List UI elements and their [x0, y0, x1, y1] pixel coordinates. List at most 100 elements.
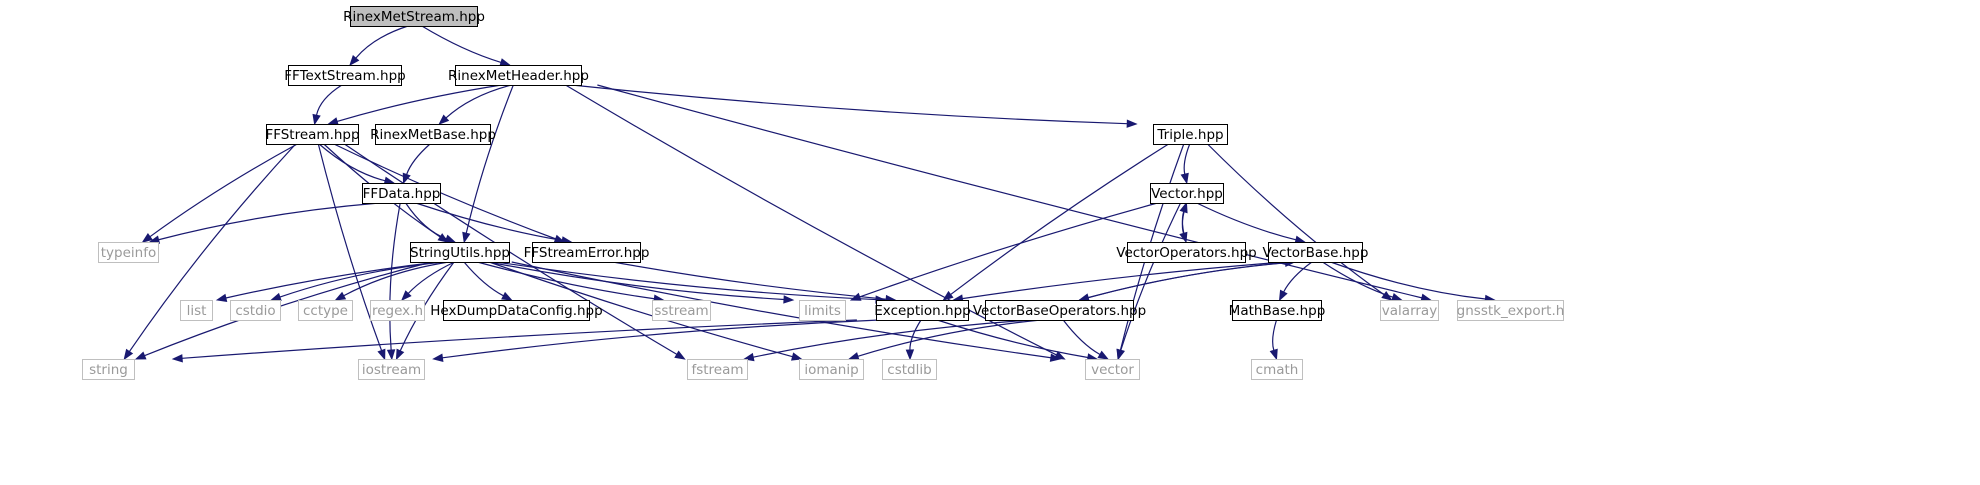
edge-stringutils-to-cctype: [334, 261, 449, 301]
edge-ffstream-to-typeinfo: [141, 143, 298, 243]
edge-arrowhead: [462, 231, 471, 244]
edge-arrowhead: [327, 117, 339, 126]
edge-arrowhead: [847, 352, 860, 361]
node-cstdio: cstdio: [230, 300, 281, 321]
node-box: [362, 183, 441, 204]
node-box: [350, 6, 478, 27]
node-exception[interactable]: Exception.hpp: [874, 300, 971, 321]
edge-arrowhead: [1278, 289, 1288, 302]
node-box: [1457, 300, 1564, 321]
node-mathbase[interactable]: MathBase.hpp: [1229, 300, 1326, 321]
edge-rinexmetheader-to-rinexmetbase: [438, 84, 512, 125]
edge-line: [333, 143, 556, 240]
edge-arrowhead: [334, 291, 347, 301]
edge-stringutils-to-regex: [401, 261, 455, 301]
edge-line: [857, 319, 1041, 357]
node-rinexmetheader[interactable]: RinexMetHeader.hpp: [448, 65, 589, 86]
node-ffstream[interactable]: FFStream.hpp: [265, 124, 360, 145]
edge-line: [1079, 262, 1286, 301]
edge-arrowhead: [1391, 293, 1403, 302]
edge-rinexmetheader-to-ffstream: [327, 84, 502, 126]
node-ffdata[interactable]: FFData.hpp: [362, 183, 441, 204]
node-rinexmetbase[interactable]: RinexMetBase.hpp: [370, 124, 496, 145]
node-label: valarray: [1382, 303, 1437, 319]
node-box: [876, 300, 969, 321]
edge-triple-to-exception: [942, 143, 1169, 301]
edge-line: [128, 143, 297, 352]
edge-stringutils-to-vector: [511, 261, 1062, 362]
node-label: typeinfo: [101, 245, 156, 261]
node-box: [410, 242, 510, 263]
edge-vectorbaseoperators-to-vectorbase: [1079, 258, 1296, 301]
node-label: Exception.hpp: [874, 303, 970, 319]
node-label: Vector.hpp: [1151, 186, 1223, 202]
edge-line: [344, 143, 678, 355]
node-box: [532, 242, 641, 263]
edge-arrowhead: [743, 352, 755, 362]
node-label: VectorBaseOperators.hpp: [973, 303, 1146, 319]
edge-line: [182, 319, 857, 359]
edge-exception-to-cstdlib: [905, 319, 922, 361]
node-hexdump[interactable]: HexDumpDataConfig.hpp: [430, 300, 603, 321]
node-stringutils[interactable]: StringUtils.hpp: [410, 242, 510, 263]
node-fftextstream[interactable]: FFTextStream.hpp: [284, 65, 406, 86]
edge-line: [336, 84, 502, 123]
node-vectorbaseoperators[interactable]: VectorBaseOperators.hpp: [973, 300, 1146, 321]
node-box: [455, 65, 582, 86]
node-vectorbase[interactable]: VectorBase.hpp: [1263, 242, 1369, 263]
node-box: [1380, 300, 1439, 321]
edge-arrowhead: [849, 292, 862, 301]
edge-stringutils-to-string: [134, 261, 432, 360]
edge-line: [1322, 261, 1394, 298]
edge-arrowhead: [1126, 119, 1138, 128]
node-vector[interactable]: Vector.hpp: [1150, 183, 1224, 204]
edge-line: [962, 261, 1284, 300]
edge-line: [1330, 261, 1486, 300]
node-label: cstdlib: [887, 362, 931, 378]
edge-rinexmetbase-to-ffdata: [402, 143, 431, 185]
edge-stringutils-to-limits: [488, 261, 795, 304]
node-label: Triple.hpp: [1156, 127, 1223, 143]
node-label: VectorBase.hpp: [1263, 245, 1369, 261]
edge-line: [1272, 319, 1278, 351]
edge-line: [489, 261, 793, 358]
edge-line: [1120, 202, 1182, 351]
node-vectoroperators[interactable]: VectorOperators.hpp: [1116, 242, 1257, 263]
node-label: StringUtils.hpp: [410, 245, 510, 261]
edge-line: [1207, 143, 1385, 296]
edge-stringutils-to-exception: [496, 261, 887, 304]
edge-ffstream-to-string: [123, 143, 297, 361]
edge-line: [158, 202, 380, 241]
edge-arrowhead: [942, 290, 954, 301]
edge-line: [1183, 143, 1191, 175]
node-label: RinexMetStream.hpp: [343, 9, 485, 25]
edge-ffdata-to-iostream: [386, 202, 401, 361]
edge-arrowhead: [499, 58, 511, 67]
node-label: fstream: [691, 362, 743, 378]
edge-arrowhead: [395, 348, 405, 361]
edge-ffdata-to-stringutils: [405, 202, 457, 243]
edge-arrowhead: [349, 55, 360, 67]
node-iostream: iostream: [358, 359, 425, 380]
node-list: list: [180, 300, 213, 321]
node-fstream: fstream: [687, 359, 748, 380]
edge-line: [1062, 319, 1101, 356]
node-label: FFData.hpp: [363, 186, 441, 202]
node-label: iomanip: [804, 362, 858, 378]
node-box: [1127, 242, 1246, 263]
edge-ffdata-to-typeinfo: [148, 202, 380, 244]
node-rinexmetstream[interactable]: RinexMetStream.hpp: [343, 6, 485, 27]
node-ffstreamerror[interactable]: FFStreamError.hpp: [524, 242, 650, 263]
edge-arrowhead: [312, 113, 321, 126]
edge-arrowhead: [215, 293, 228, 303]
node-triple[interactable]: Triple.hpp: [1153, 124, 1228, 145]
node-label: cmath: [1256, 362, 1299, 378]
edge-line: [405, 202, 447, 240]
node-label: cstdio: [235, 303, 275, 319]
edge-vectorbaseoperators-to-iomanip: [847, 319, 1041, 361]
edge-ffstream-to-iostream: [317, 143, 386, 361]
edge-line: [318, 143, 386, 182]
edge-line: [343, 261, 449, 297]
edge-mathbase-to-cmath: [1269, 319, 1278, 361]
